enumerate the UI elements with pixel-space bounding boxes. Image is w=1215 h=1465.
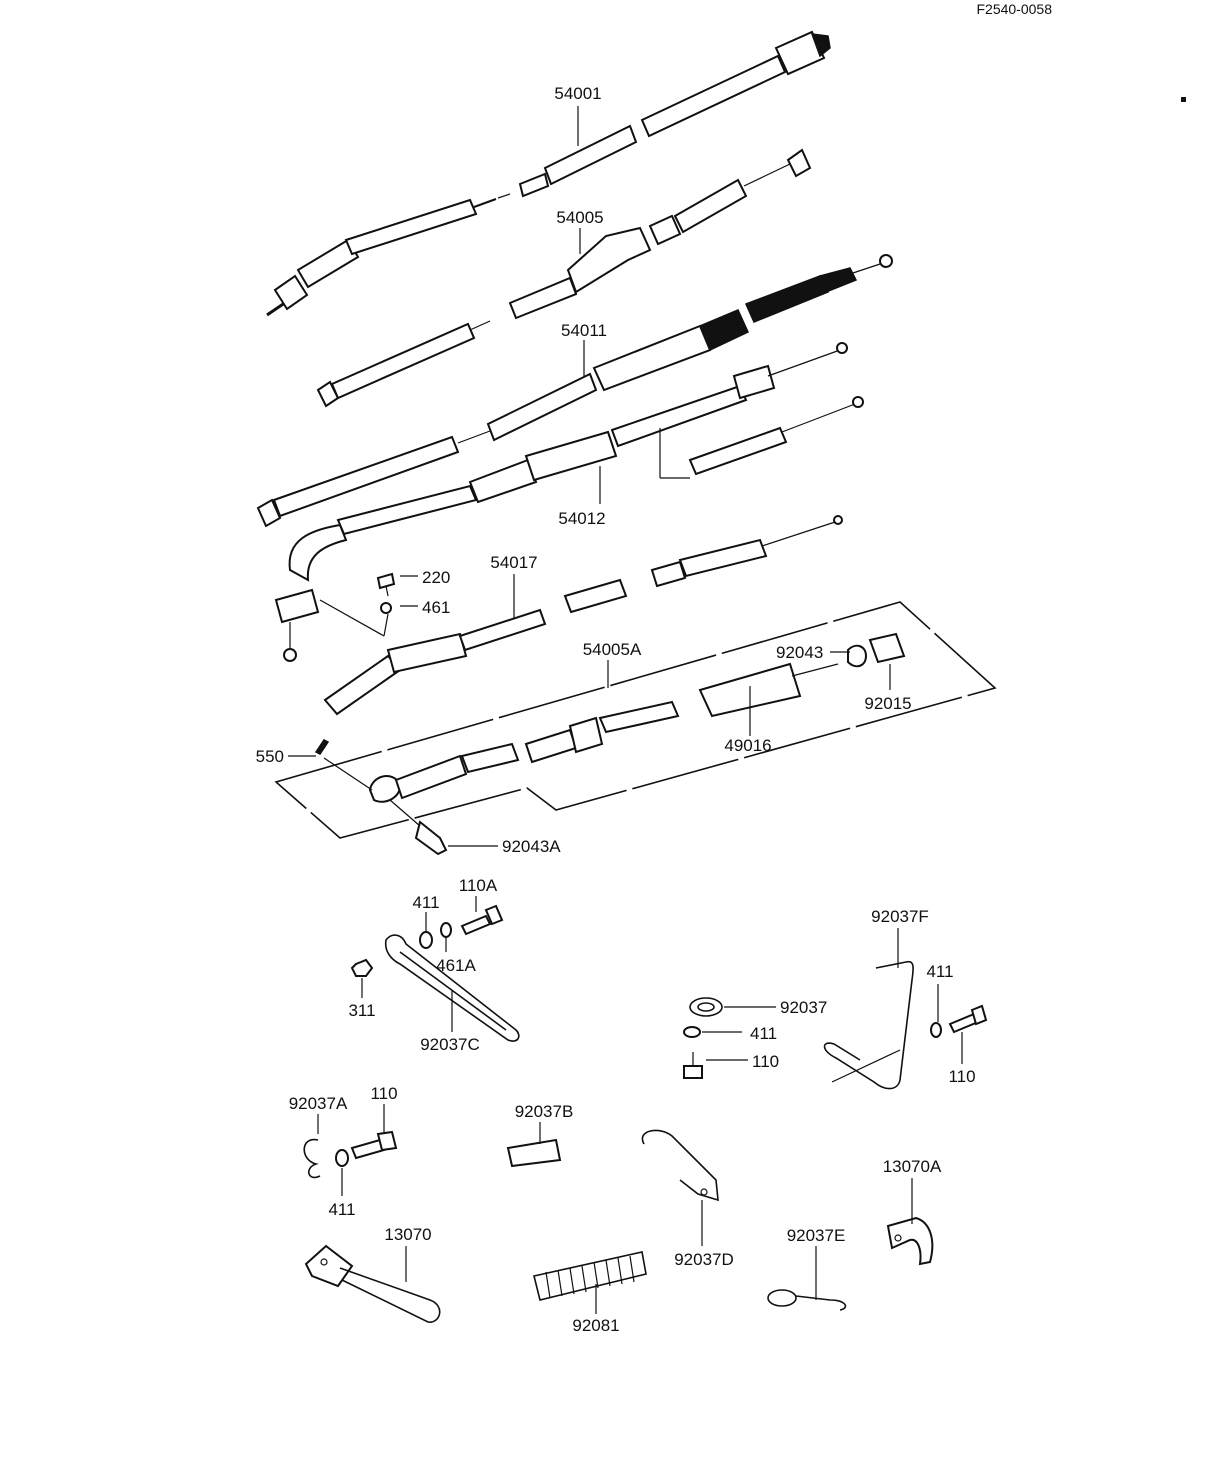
label-110A: 110A	[459, 876, 498, 895]
label-92037D: 92037D	[674, 1250, 734, 1269]
label-220: 220	[422, 568, 450, 587]
label-92037C: 92037C	[420, 1035, 480, 1054]
label-13070: 13070	[384, 1225, 431, 1244]
clip-92037	[689, 997, 723, 1017]
label-54005: 54005	[556, 208, 603, 227]
label-92037E: 92037E	[787, 1226, 846, 1245]
cable-54017	[319, 515, 843, 716]
label-110-c: 110	[370, 1084, 397, 1103]
speck-mark	[1181, 97, 1186, 102]
cable-54012	[274, 342, 864, 662]
label-110-a: 110	[752, 1052, 779, 1071]
washer-411-c	[683, 1026, 701, 1038]
label-49016: 49016	[724, 736, 771, 755]
leader-lines	[288, 106, 963, 1314]
label-92037F: 92037F	[871, 907, 929, 926]
label-411-c: 411	[750, 1024, 777, 1043]
clip-92037A	[303, 1138, 321, 1179]
figure-code: F2540-0058	[976, 1, 1052, 17]
washer-411-b	[930, 1022, 942, 1038]
label-92037B: 92037B	[515, 1102, 574, 1121]
label-550: 550	[256, 747, 284, 766]
cable-54005	[316, 148, 812, 408]
bracket-13070A	[886, 1216, 934, 1266]
spring-92081	[533, 1251, 647, 1301]
label-92015: 92015	[864, 694, 911, 713]
washer-411-a	[419, 931, 433, 949]
clip-92037C	[384, 934, 520, 1042]
label-54012: 54012	[558, 509, 605, 528]
label-411-b: 411	[926, 962, 953, 981]
label-411-a: 411	[412, 893, 439, 912]
label-92037: 92037	[780, 998, 827, 1017]
cable-54011	[256, 254, 893, 528]
nut-311	[350, 958, 374, 977]
clip-92037E	[767, 1289, 847, 1311]
label-54011: 54011	[561, 321, 607, 340]
label-461: 461	[422, 598, 450, 617]
bolt-110-c	[350, 1130, 398, 1160]
label-110-b: 110	[948, 1067, 975, 1086]
label-92081: 92081	[572, 1316, 619, 1335]
washer-461A	[440, 922, 452, 938]
label-13070A: 13070A	[883, 1157, 942, 1176]
label-461A: 461A	[436, 956, 476, 975]
bolt-110A	[460, 904, 504, 936]
clip-92037F	[823, 960, 914, 1090]
bracket-92037D	[641, 1129, 719, 1202]
washer-411-d	[335, 1149, 349, 1167]
bracket-13070	[304, 1244, 441, 1323]
assembly-54005A	[274, 601, 997, 856]
label-54001: 54001	[554, 84, 601, 103]
label-92037A: 92037A	[289, 1094, 348, 1113]
label-92043A: 92043A	[502, 837, 561, 856]
clamp-92037B	[506, 1138, 562, 1168]
cable-54001	[266, 30, 831, 317]
label-411-d: 411	[328, 1200, 355, 1219]
label-54017: 54017	[490, 553, 537, 572]
label-311: 311	[348, 1001, 375, 1020]
bolt-110-b	[948, 1004, 988, 1034]
label-92043: 92043	[776, 643, 823, 662]
label-54005A: 54005A	[583, 640, 642, 659]
bolt-110-a	[683, 1052, 703, 1079]
